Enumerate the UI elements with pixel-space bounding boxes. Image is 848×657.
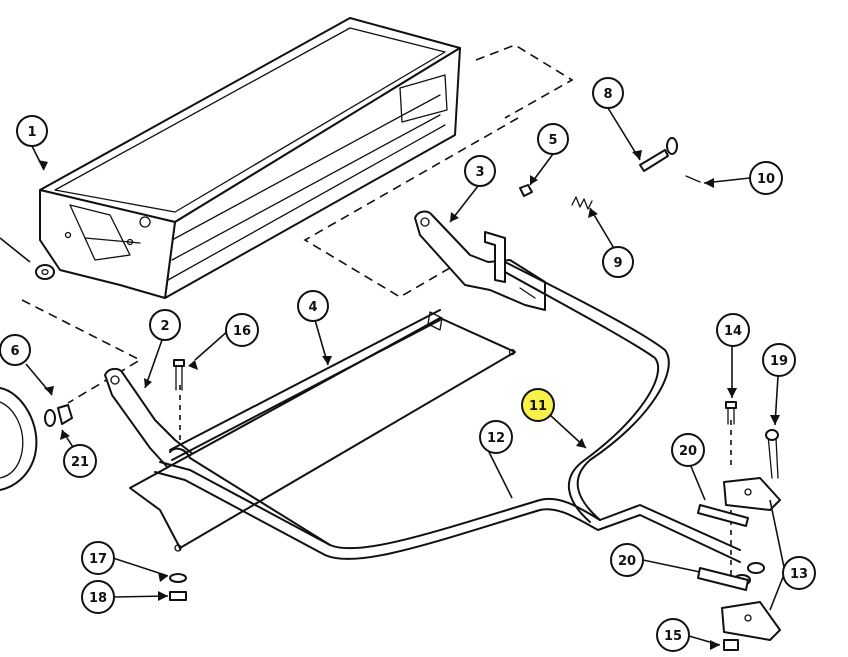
part-hopper-box <box>39 17 461 299</box>
callout-label: 20 <box>679 444 697 459</box>
callout-6: 6 <box>0 334 31 366</box>
part-8-pin <box>639 137 678 172</box>
callout-label: 13 <box>790 567 808 582</box>
callout-8: 8 <box>592 77 624 109</box>
callout-label: 21 <box>71 455 89 470</box>
callout-12: 12 <box>479 420 513 454</box>
part-19-clip-pin <box>765 429 779 479</box>
part-14-bolt <box>725 401 737 425</box>
callout-17: 17 <box>81 541 115 575</box>
callout-label: 14 <box>724 324 742 339</box>
callout-label: 17 <box>89 552 107 567</box>
callout-label: 1 <box>27 125 36 140</box>
callout-20-upper: 20 <box>671 433 705 467</box>
part-5-nut <box>519 184 533 197</box>
callout-1: 1 <box>16 115 48 147</box>
callout-label: 10 <box>757 172 775 187</box>
callout-label: 19 <box>770 354 788 369</box>
callout-20-lower: 20 <box>610 543 644 577</box>
part-tow-frame <box>154 261 765 586</box>
part-6-21-nut-washer <box>44 404 73 427</box>
callout-21: 21 <box>63 444 97 478</box>
callout-2: 2 <box>149 309 181 341</box>
part-17-18-washer-nut <box>169 573 187 601</box>
callout-16: 16 <box>225 313 259 347</box>
wheel-partial <box>0 387 38 491</box>
callout-label: 4 <box>308 300 317 315</box>
part-right-bracket <box>414 210 546 311</box>
callout-15: 15 <box>656 618 690 652</box>
callout-label: 9 <box>613 256 622 271</box>
callout-label: 16 <box>233 324 251 339</box>
part-16-bolt <box>173 359 185 391</box>
callout-label: 5 <box>548 133 557 148</box>
callout-label: 20 <box>618 554 636 569</box>
callout-14: 14 <box>716 313 750 347</box>
callout-label: 6 <box>10 344 19 359</box>
callout-19: 19 <box>762 343 796 377</box>
part-10-cotter <box>685 175 701 183</box>
washer-left <box>0 237 55 280</box>
callout-9: 9 <box>602 246 634 278</box>
callout-label: 15 <box>664 629 682 644</box>
callout-11-highlighted: 11 <box>521 388 555 422</box>
callout-18: 18 <box>81 580 115 614</box>
callout-10: 10 <box>749 161 783 195</box>
part-20-spacers <box>697 504 749 591</box>
part-15-nut <box>723 639 739 651</box>
callout-5: 5 <box>537 123 569 155</box>
callout-label: 12 <box>487 431 505 446</box>
callout-13: 13 <box>782 556 816 590</box>
part-9-spring <box>571 196 593 210</box>
arrowheads <box>38 150 780 650</box>
callout-4: 4 <box>297 290 329 322</box>
part-13-plates <box>721 477 781 641</box>
callout-label: 3 <box>475 165 484 180</box>
callout-label: 11 <box>529 399 547 414</box>
callout-label: 2 <box>160 319 169 334</box>
callout-label: 8 <box>603 87 612 102</box>
callout-3: 3 <box>464 155 496 187</box>
callout-label: 18 <box>89 591 107 606</box>
